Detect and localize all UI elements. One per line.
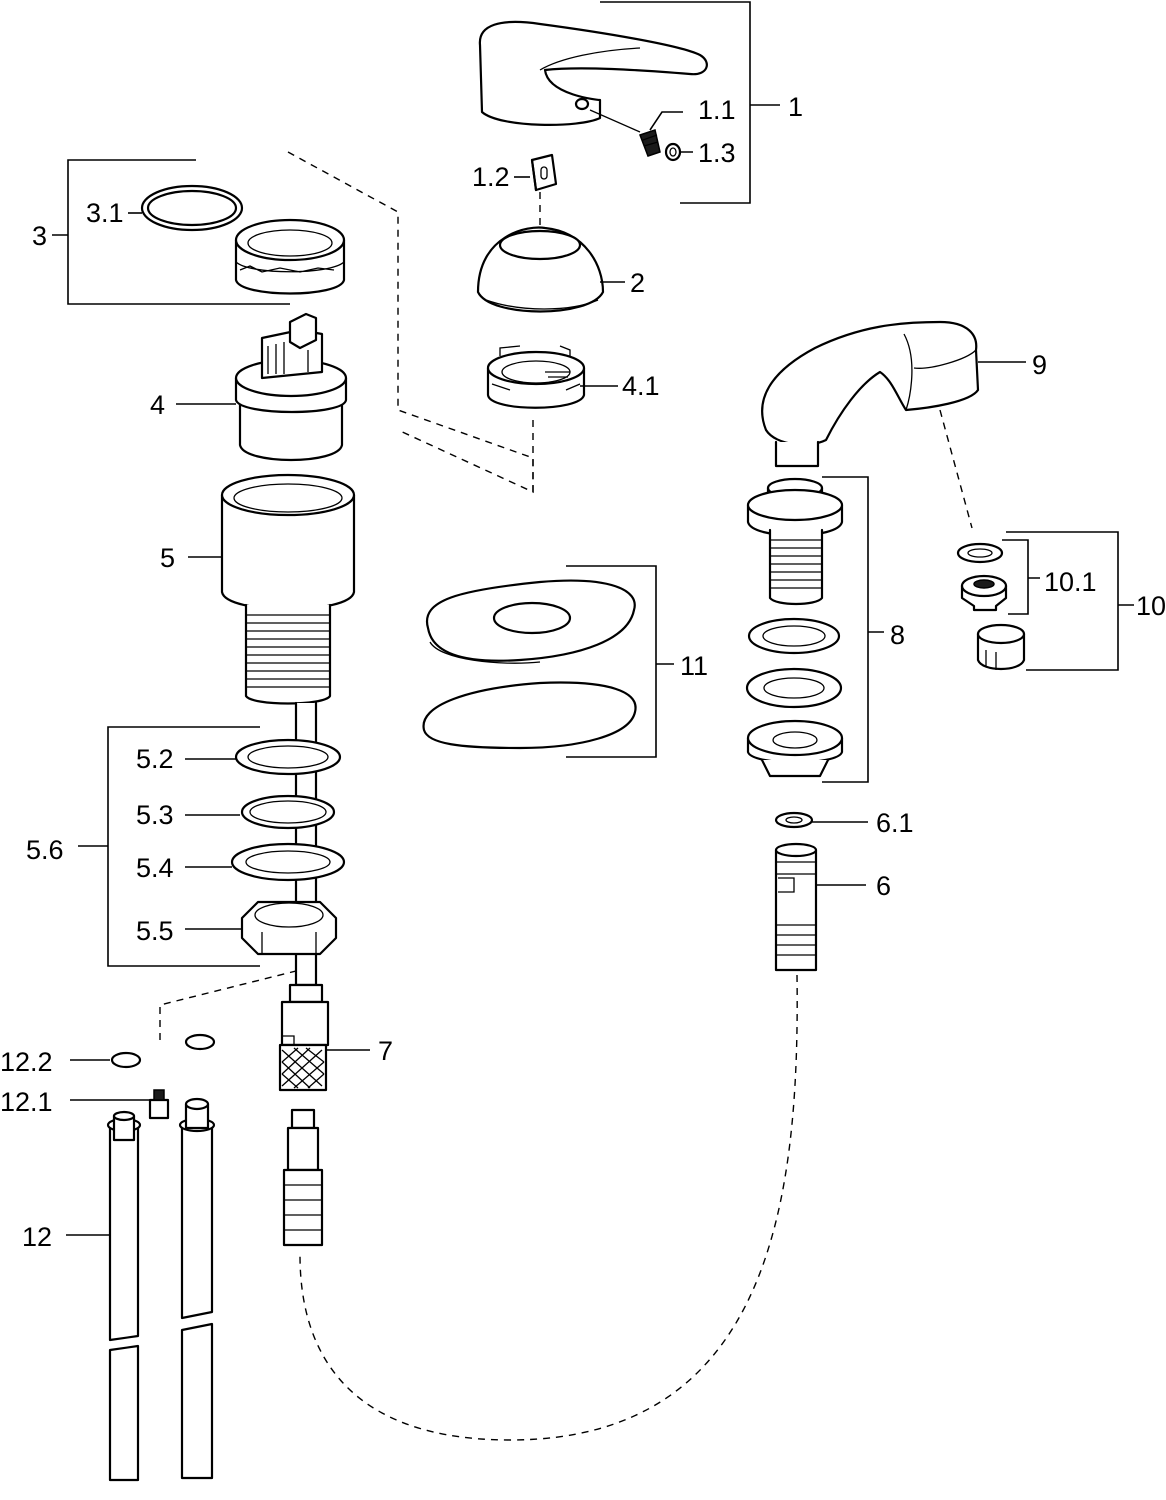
assembly-guide-lines [159,151,973,1441]
label-8: 8 [890,620,905,650]
label-1: 1 [788,92,803,122]
label-6: 6 [876,871,891,901]
gasket-part-11 [422,681,637,750]
label-1-2: 1.2 [472,162,510,192]
part-labels: 1 1.1 1.2 1.3 2 3 3.1 4 4.1 5 5.2 5.3 5.… [0,92,1166,1252]
cartridge-part-4 [234,312,348,462]
washer-part-5-2 [234,738,342,776]
label-5-2: 5.2 [136,744,174,774]
cover-dome-part-2 [476,226,605,313]
hose-connector-lower [282,1108,324,1247]
label-10: 10 [1136,591,1166,621]
o-ring-part-12-2 [110,1033,216,1069]
shank-thread-lines [246,614,330,688]
retaining-ring-part-4-1 [486,345,586,409]
aerator-insert-part-10-1 [960,574,1008,612]
label-12-2: 12.2 [0,1047,53,1077]
screw-part-12-1 [148,1089,170,1120]
knurled-grip-pattern [281,1047,325,1089]
label-6-1: 6.1 [876,808,914,838]
label-9: 9 [1032,350,1047,380]
aerator-washer-part-10-1 [956,542,1004,564]
supply-tube-part-12 [106,1110,142,1482]
label-5-4: 5.4 [136,853,174,883]
washer-part-5-4 [230,842,346,882]
label-11: 11 [680,651,708,681]
hex-nut-part-5-5 [240,900,338,956]
escutcheon-part-11 [425,579,636,664]
lever-handle-part-1 [478,20,708,133]
label-2: 2 [630,268,645,298]
label-5-6: 5.6 [26,835,64,865]
o-ring-part-3-1 [140,184,244,232]
label-4: 4 [150,390,165,420]
label-5-3: 5.3 [136,800,174,830]
label-10-1: 10.1 [1044,567,1097,597]
supply-tube-part-12-right [178,1097,216,1480]
label-12-1: 12.1 [0,1087,53,1117]
grub-screw-part-1-1 [639,129,661,157]
label-1-3: 1.3 [698,138,736,168]
aerator-housing-part-10 [976,623,1026,671]
label-4-1: 4.1 [622,371,660,401]
washer-part-8-b [745,667,843,709]
cap-plug-part-1-3 [664,142,682,162]
label-7: 7 [378,1036,393,1066]
label-1-1: 1.1 [698,95,736,125]
label-3-1: 3.1 [86,198,124,228]
leader-lines [52,1,1134,1236]
label-12: 12 [22,1222,52,1252]
label-5-5: 5.5 [136,916,174,946]
mounting-shank-part-8 [746,477,844,606]
washer-part-8-a [747,617,841,655]
spray-head-part-9 [761,320,980,468]
body-part-5 [220,473,356,705]
nut-part-8 [746,719,844,778]
washer-part-5-3 [240,794,336,830]
label-3: 3 [32,221,47,251]
threaded-ring-part-3 [234,218,346,295]
washer-part-6-1 [774,811,814,829]
hose-end-part-6 [774,842,818,972]
adapter-part-1-2 [530,153,558,192]
label-5: 5 [160,543,175,573]
